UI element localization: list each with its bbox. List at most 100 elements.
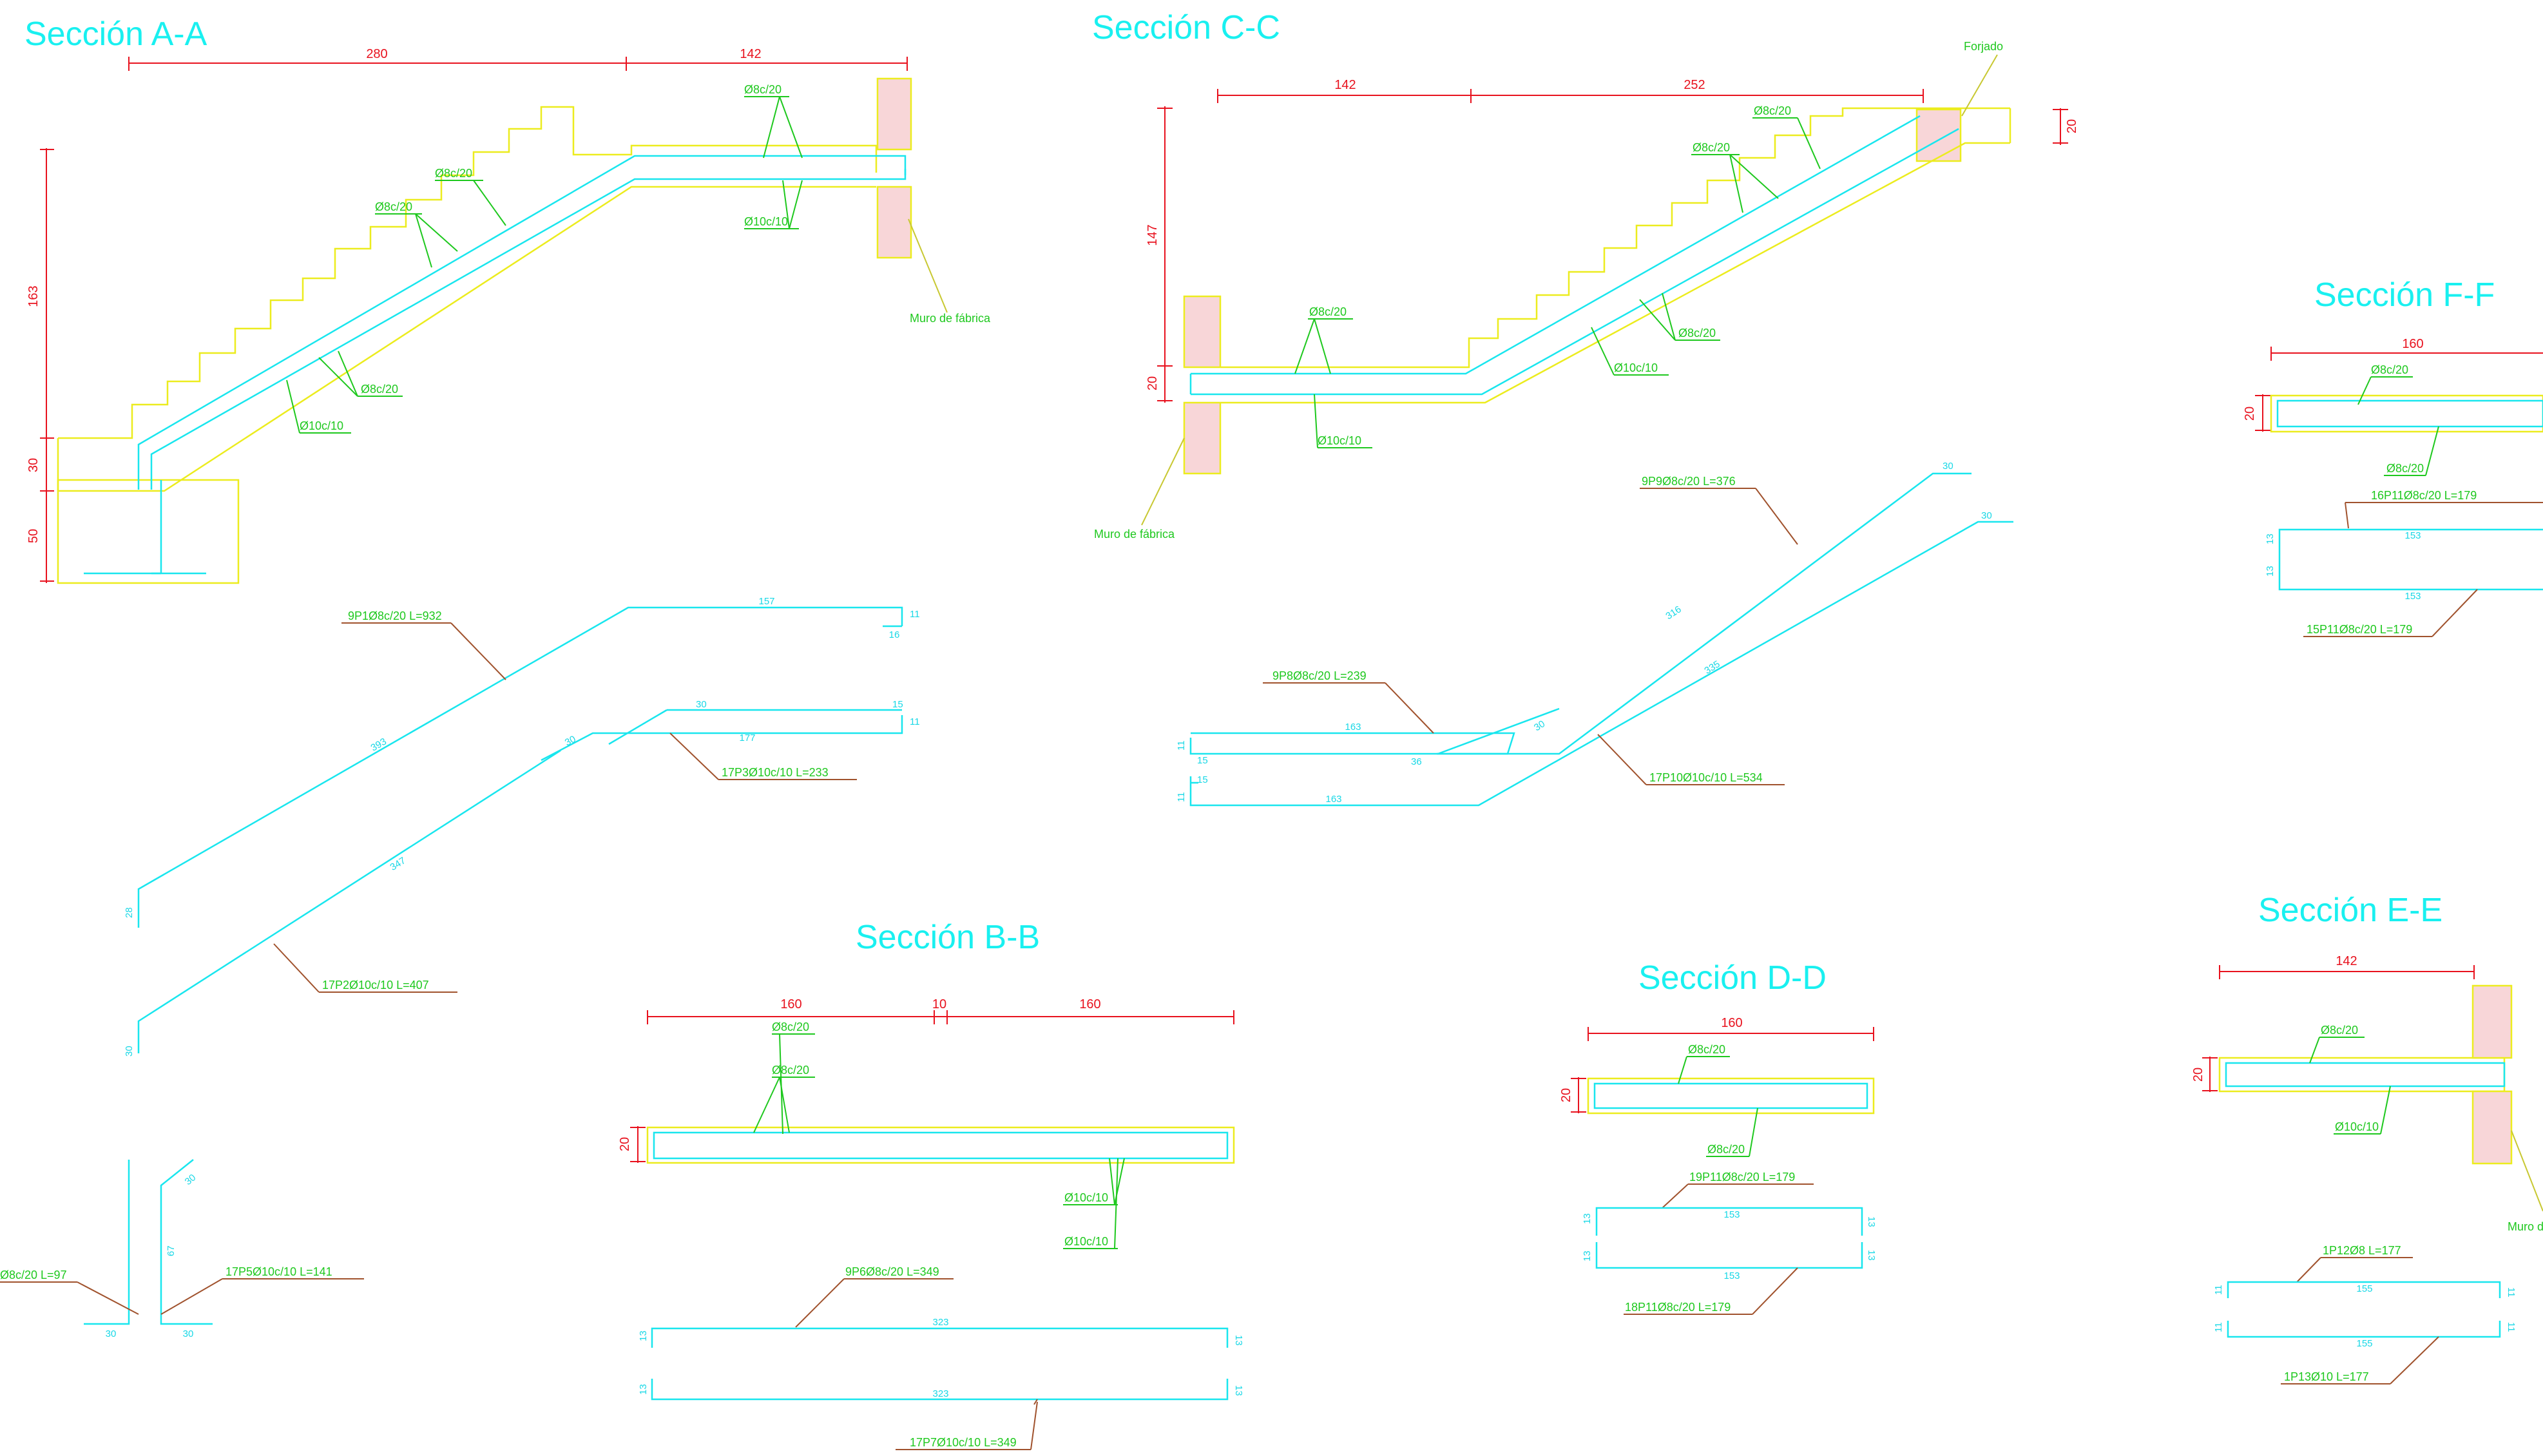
dim-c-h-forjado: 20 bbox=[2065, 119, 2079, 133]
label-a-bottom-rebar: Ø8c/20 bbox=[361, 383, 398, 396]
bar-b-p6-seg: 323 bbox=[932, 1317, 948, 1328]
dim-c-run1: 142 bbox=[1334, 78, 1356, 92]
dim-a-run1: 280 bbox=[366, 47, 387, 61]
bar-f-p11b-label: 15P11Ø8c/20 L=179 bbox=[2307, 623, 2412, 636]
section-d-d: Sección D-D 160 20 Ø8c/20 Ø8c/20 19P11Ø8… bbox=[1559, 959, 1877, 1315]
bar-e-p12-seg: 155 bbox=[2356, 1283, 2372, 1294]
wall-e-upper bbox=[2471, 984, 2513, 1059]
bar-p4-label: Ø8c/20 L=97 bbox=[0, 1269, 67, 1281]
dim-a-h-slab: 30 bbox=[26, 458, 41, 472]
label-c-top2: Ø8c/20 bbox=[1693, 141, 1730, 154]
bar-p8-label: 9P8Ø8c/20 L=239 bbox=[1272, 669, 1367, 682]
bar-p1-seg-hook: 16 bbox=[889, 629, 900, 640]
bar-p9-label: 9P9Ø8c/20 L=376 bbox=[1642, 475, 1736, 488]
bar-p9-seg-end: 30 bbox=[1943, 461, 1953, 472]
bar-p1-seg-end: 11 bbox=[910, 609, 920, 620]
bar-p1-seg-top: 157 bbox=[758, 596, 774, 607]
bar-f-p11b-seg: 153 bbox=[2404, 591, 2421, 602]
dim-d-w: 160 bbox=[1721, 1016, 1742, 1030]
dim-b-w3: 160 bbox=[1079, 997, 1100, 1011]
bar-p3-seg-c: 177 bbox=[739, 733, 755, 743]
label-a-top-upper: Ø8c/20 bbox=[744, 83, 782, 96]
bar-p10-seg-b: 15 bbox=[1197, 774, 1208, 785]
section-e-e: Sección E-E 142 20 Ø8c/20 Ø10c/10 Muro d… bbox=[2191, 892, 2543, 1384]
bar-b-p7-seg: 323 bbox=[932, 1388, 948, 1399]
label-c-top1: Ø8c/20 bbox=[1754, 104, 1791, 117]
label-b-top2: Ø8c/20 bbox=[772, 1064, 809, 1077]
bar-p8-seg-h: 163 bbox=[1345, 722, 1361, 733]
dim-f-h: 20 bbox=[2243, 407, 2257, 421]
bar-b-p6-label: 9P6Ø8c/20 L=349 bbox=[845, 1265, 939, 1278]
label-c-forjado: Forjado bbox=[1964, 40, 2003, 53]
label-a-bottom-bar: Ø10c/10 bbox=[300, 419, 343, 432]
bar-e-p12-h: 11 bbox=[2213, 1285, 2224, 1295]
bar-b-p7-h2: 13 bbox=[1233, 1385, 1244, 1396]
bar-f-p11a-seg: 153 bbox=[2404, 530, 2421, 541]
bar-f-p11a-h: 13 bbox=[2265, 533, 2276, 544]
label-b-top1: Ø8c/20 bbox=[772, 1020, 809, 1033]
label-f-top: Ø8c/20 bbox=[2371, 363, 2408, 376]
label-c-slab-bot: Ø10c/10 bbox=[1318, 434, 1361, 447]
bar-p9-seg-diag: 316 bbox=[1664, 604, 1683, 622]
label-a-wall: Muro de fábrica bbox=[910, 312, 991, 325]
section-d-title: Sección D-D bbox=[1638, 959, 1827, 997]
section-c-title: Sección C-C bbox=[1092, 9, 1280, 46]
bar-p1-label: 9P1Ø8c/20 L=932 bbox=[348, 609, 442, 622]
label-e-wall: Muro d bbox=[2508, 1220, 2543, 1233]
label-e-top: Ø8c/20 bbox=[2321, 1024, 2358, 1037]
label-c-wall: Muro de fábrica bbox=[1094, 528, 1175, 541]
bar-e-p12-h2: 11 bbox=[2506, 1287, 2517, 1298]
label-c-slab-top: Ø8c/20 bbox=[1309, 305, 1347, 318]
bar-f-p11a-label: 16P11Ø8c/20 L=179 bbox=[2371, 489, 2477, 502]
bar-p5-seg-h: 30 bbox=[183, 1328, 194, 1339]
label-c-bot2: Ø10c/10 bbox=[1614, 361, 1658, 374]
wall-a-lower bbox=[876, 186, 912, 259]
label-f-bot: Ø8c/20 bbox=[2386, 462, 2424, 475]
bar-p8-seg-a: 11 bbox=[1176, 740, 1187, 751]
bar-p10-seg-h: 163 bbox=[1325, 794, 1341, 805]
section-a-a: Sección A-A 280 142 163 30 50 bbox=[0, 15, 991, 1339]
bar-p5-seg-v: 67 bbox=[166, 1245, 177, 1256]
section-a-title: Sección A-A bbox=[24, 15, 207, 53]
section-c-c: Sección C-C 142 252 147 20 20 Forjado bbox=[1092, 9, 2079, 807]
dim-c-h-slab: 20 bbox=[1146, 376, 1160, 390]
bar-d-p11a-h: 13 bbox=[1582, 1213, 1593, 1224]
label-e-bot: Ø10c/10 bbox=[2335, 1120, 2379, 1133]
bar-p3-seg-e: 11 bbox=[910, 716, 920, 727]
bar-p8-seg-b: 15 bbox=[1197, 755, 1208, 766]
bar-p4-seg: 30 bbox=[106, 1328, 117, 1339]
bar-d-p11a-h2: 13 bbox=[1866, 1216, 1877, 1227]
bar-b-p6-h1: 13 bbox=[638, 1330, 649, 1341]
dim-b-w2: 10 bbox=[932, 997, 946, 1011]
bar-d-p11a-label: 19P11Ø8c/20 L=179 bbox=[1689, 1171, 1795, 1183]
dim-a-run2: 142 bbox=[740, 47, 761, 61]
label-a-mid-upper: Ø8c/20 bbox=[435, 167, 472, 180]
wall-a-upper bbox=[876, 77, 912, 151]
dim-b-w1: 160 bbox=[780, 997, 801, 1011]
bar-p1-seg-diag: 393 bbox=[369, 736, 389, 753]
bar-p5-label: 17P5Ø10c/10 L=141 bbox=[226, 1265, 332, 1278]
bar-e-p13-label: 1P13Ø10 L=177 bbox=[2284, 1370, 2369, 1383]
bar-p3-seg-a: 30 bbox=[696, 699, 707, 710]
bar-b-p6-h2: 13 bbox=[1233, 1335, 1244, 1346]
dim-b-h: 20 bbox=[618, 1137, 632, 1151]
label-b-bot1: Ø10c/10 bbox=[1064, 1191, 1108, 1204]
section-e-title: Sección E-E bbox=[2258, 892, 2442, 929]
bar-d-p11b-label: 18P11Ø8c/20 L=179 bbox=[1625, 1301, 1731, 1314]
label-d-top: Ø8c/20 bbox=[1688, 1043, 1725, 1056]
label-a-top-lower: Ø10c/10 bbox=[744, 215, 788, 228]
bar-d-p11b-seg: 153 bbox=[1723, 1270, 1740, 1281]
bar-p10-seg-end: 30 bbox=[1981, 510, 1992, 521]
bar-e-p13-h: 11 bbox=[2213, 1322, 2224, 1332]
bar-p5-seg-hook: 30 bbox=[183, 1172, 198, 1187]
dim-c-run2: 252 bbox=[1684, 78, 1705, 92]
bar-p8-seg-c: 36 bbox=[1411, 756, 1422, 767]
wall-c-upper bbox=[1183, 295, 1222, 369]
bar-p2-label: 17P2Ø10c/10 L=407 bbox=[322, 979, 429, 991]
bar-p3-seg-d: 15 bbox=[892, 699, 903, 710]
bar-e-p12-label: 1P12Ø8 L=177 bbox=[2323, 1244, 2401, 1257]
bar-d-p11a-seg: 153 bbox=[1723, 1209, 1740, 1220]
dim-d-h: 20 bbox=[1559, 1088, 1573, 1102]
bar-p3-label: 17P3Ø10c/10 L=233 bbox=[722, 766, 829, 779]
